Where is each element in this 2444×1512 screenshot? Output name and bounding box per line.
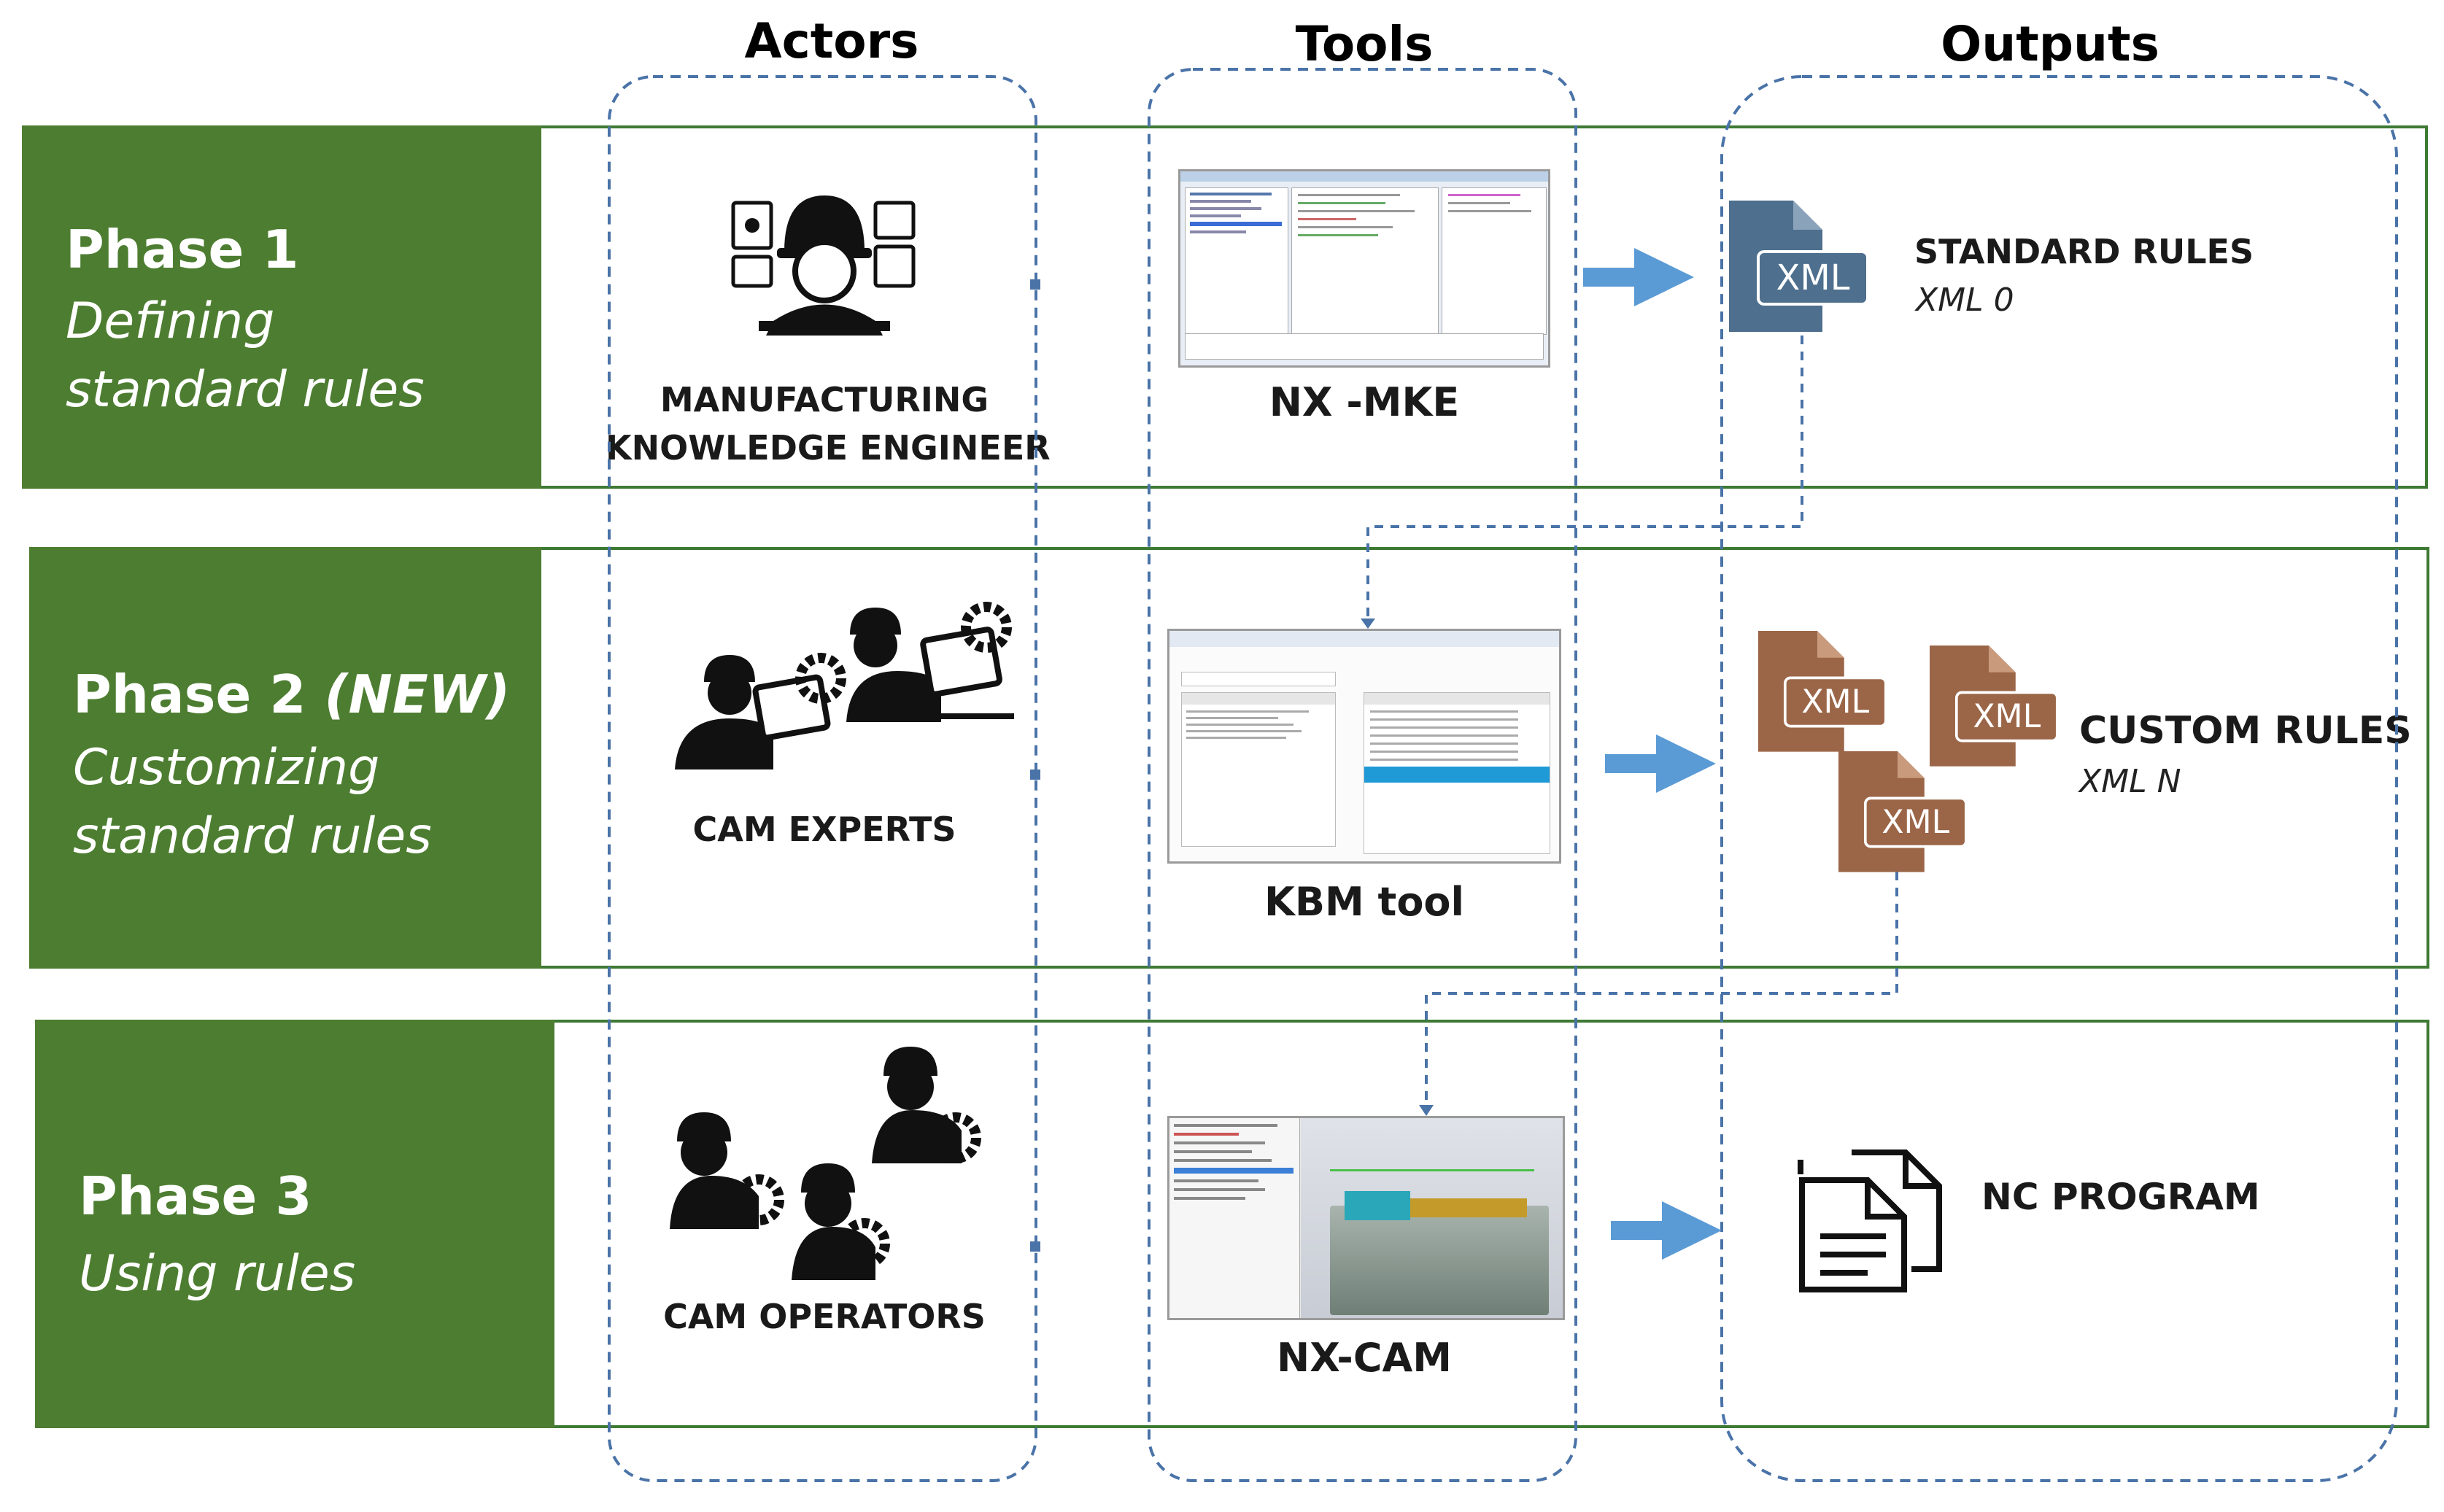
tool-label-nx-mke: NX -MKE [1269,379,1460,425]
outputs-column-outline [1720,75,2398,1482]
connector-arrowhead-kbm [1361,619,1375,629]
xml-file-icon-custom-1: XML [1758,631,1887,752]
xml-file-icon-standard: XML [1729,201,1869,332]
connector-dot-1 [1030,279,1040,290]
phase-1-box: Phase 1 Defining standard rules [22,125,541,489]
phase-1-title: Phase 1 [66,219,299,280]
output-sub-xmln: XML N [2079,763,2181,800]
tools-column-outline [1148,68,1577,1482]
actor-label-cam-operators: CAM OPERATORS [663,1297,986,1336]
arrow-icon-2 [1605,734,1716,793]
svg-text:XML: XML [1882,804,1949,841]
actors-column-outline [608,75,1037,1482]
output-sub-xml0: XML 0 [1916,282,2014,319]
tool-label-nx-cam: NX-CAM [1277,1335,1452,1381]
phase-3-subtitle: Using rules [79,1245,356,1303]
nx-mke-screenshot [1178,169,1550,368]
phase-2-subtitle: Customizing standard rules [73,739,432,865]
engineer-icon [731,195,916,336]
kbm-tool-screenshot [1167,629,1561,864]
connector-xmln-to-nxcam [1425,872,1898,1112]
actor-label-cam-experts: CAM EXPERTS [692,810,956,849]
phase-3-box: Phase 3 Using rules [35,1020,554,1428]
xml-file-icon-custom-3: XML [1838,751,1968,872]
connector-xml0-to-kbm [1366,336,1803,626]
svg-text:XML: XML [1801,683,1869,721]
phase-3-title: Phase 3 [79,1166,312,1227]
svg-text:XML: XML [1776,257,1849,298]
svg-text:XML: XML [1973,698,2041,735]
document-icon [1798,1149,1942,1292]
tool-label-kbm: KBM tool [1264,879,1465,925]
output-label-nc-program: NC PROGRAM [1981,1176,2260,1218]
nx-cam-screenshot [1167,1116,1565,1320]
header-tools: Tools [1295,16,1434,72]
connector-dot-3 [1030,1241,1040,1252]
arrow-icon-3 [1611,1201,1722,1260]
phase-2-title: Phase 2 (NEW) [73,664,511,725]
cam-operators-icon [670,1047,981,1280]
phase-2-box: Phase 2 (NEW) Customizing standard rules [29,547,541,969]
connector-dot-2 [1030,769,1040,780]
output-label-custom-rules: CUSTOM RULES [2079,709,2412,753]
header-actors: Actors [744,13,919,69]
output-label-standard-rules: STANDARD RULES [1914,232,2254,271]
actor-label-mke: MANUFACTURING KNOWLEDGE ENGINEER [606,380,1051,468]
cam-experts-icon [675,602,1014,769]
phase-1-subtitle: Defining standard rules [66,292,425,419]
connector-arrowhead-nxcam [1419,1105,1434,1116]
header-outputs: Outputs [1941,16,2159,72]
xml-file-icon-custom-2: XML [1930,645,2059,767]
arrow-icon-1 [1583,248,1694,306]
